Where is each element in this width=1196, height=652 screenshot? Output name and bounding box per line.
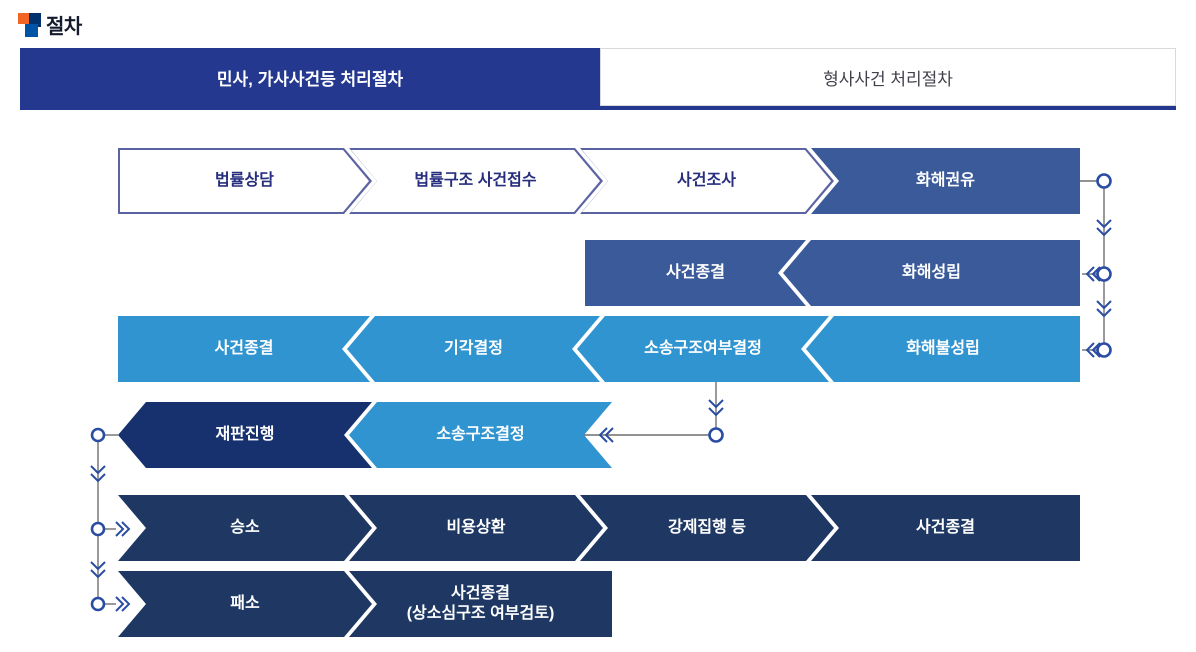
step-label: 비용상환 [446, 519, 506, 536]
step-label: 사건종결 (상소심구조 여부검토) [406, 585, 555, 622]
title-bullet-icon [29, 13, 41, 27]
step-case-investigation: 사건조사 [580, 148, 834, 214]
circle-node-icon [90, 427, 106, 443]
step-case-closed-appeal-review: 사건종결 (상소심구조 여부검토) [349, 571, 612, 637]
step-legal-consultation: 법률상담 [118, 148, 372, 214]
step-label: 소송구조결정 [436, 426, 525, 443]
double-chevron-left-icon [1085, 266, 1101, 282]
title-bullet-icon [18, 13, 29, 24]
step-label: 패소 [230, 595, 260, 612]
double-chevron-down-icon [90, 465, 106, 483]
step-settlement-failed: 화해불성립 [806, 316, 1080, 382]
step-litigation-aid-review: 소송구조여부결정 [577, 316, 829, 382]
step-cost-reimbursement: 비용상환 [349, 495, 603, 561]
double-chevron-right-icon [115, 596, 131, 612]
step-label: 사건종결 [666, 264, 725, 281]
double-chevron-down-icon [708, 399, 724, 417]
step-label: 사건종결 [916, 519, 975, 536]
double-chevron-left-icon [598, 427, 614, 443]
step-case-closed-after-rejection: 사건종결 [118, 316, 370, 382]
step-rejection-decision: 기각결정 [347, 316, 600, 382]
step-label: 사건종결 [214, 340, 274, 357]
circle-node-icon [1096, 266, 1112, 282]
step-label: 강제집행 등 [667, 519, 747, 536]
page-title: 절차 [46, 16, 82, 38]
step-label: 사건조사 [677, 172, 736, 189]
circle-node-icon [1096, 342, 1112, 358]
circle-node-icon [90, 596, 106, 612]
step-label: 승소 [230, 519, 260, 536]
step-label: 화해성립 [902, 264, 961, 281]
double-chevron-down-icon [1096, 219, 1112, 237]
step-litigation-aid-granted: 소송구조결정 [349, 402, 612, 468]
tab-label: 형사사건 처리절차 [823, 69, 953, 89]
circle-node-icon [708, 427, 724, 443]
step-label: 소송구조여부결정 [644, 340, 762, 357]
step-label: 기각결정 [444, 340, 503, 357]
double-chevron-down-icon [1096, 300, 1112, 318]
double-chevron-left-icon [1085, 342, 1101, 358]
step-settlement-reached: 화해성립 [783, 240, 1080, 306]
step-label: 재판진행 [215, 426, 275, 443]
tab-bar: 민사, 가사사건등 처리절차 형사사건 처리절차 [20, 48, 1176, 110]
circle-node-icon [1096, 173, 1112, 189]
tab-civil-family-procedure[interactable]: 민사, 가사사건등 처리절차 [20, 48, 600, 106]
step-settlement-recommendation: 화해권유 [811, 148, 1080, 214]
step-label: 법률상담 [215, 172, 274, 189]
tab-criminal-procedure[interactable]: 형사사건 처리절차 [600, 48, 1176, 106]
circle-node-icon [90, 521, 106, 537]
step-win: 승소 [118, 495, 372, 561]
step-label: 화해권유 [916, 172, 975, 189]
tab-underline [20, 106, 1176, 110]
step-case-closed-after-win: 사건종결 [811, 495, 1080, 561]
step-case-closed-after-settlement: 사건종결 [585, 240, 806, 306]
step-lose: 패소 [118, 571, 372, 637]
step-label: 법률구조 사건접수 [414, 172, 537, 189]
double-chevron-down-icon [90, 561, 106, 579]
step-legal-aid-case-receipt: 법률구조 사건접수 [349, 148, 603, 214]
step-compulsory-execution: 강제집행 등 [580, 495, 834, 561]
tab-label: 민사, 가사사건등 처리절차 [216, 69, 404, 89]
double-chevron-right-icon [115, 521, 131, 537]
step-label: 화해불성립 [906, 340, 980, 357]
step-trial-proceeding: 재판진행 [118, 402, 372, 468]
title-bullet-icon [25, 24, 38, 37]
